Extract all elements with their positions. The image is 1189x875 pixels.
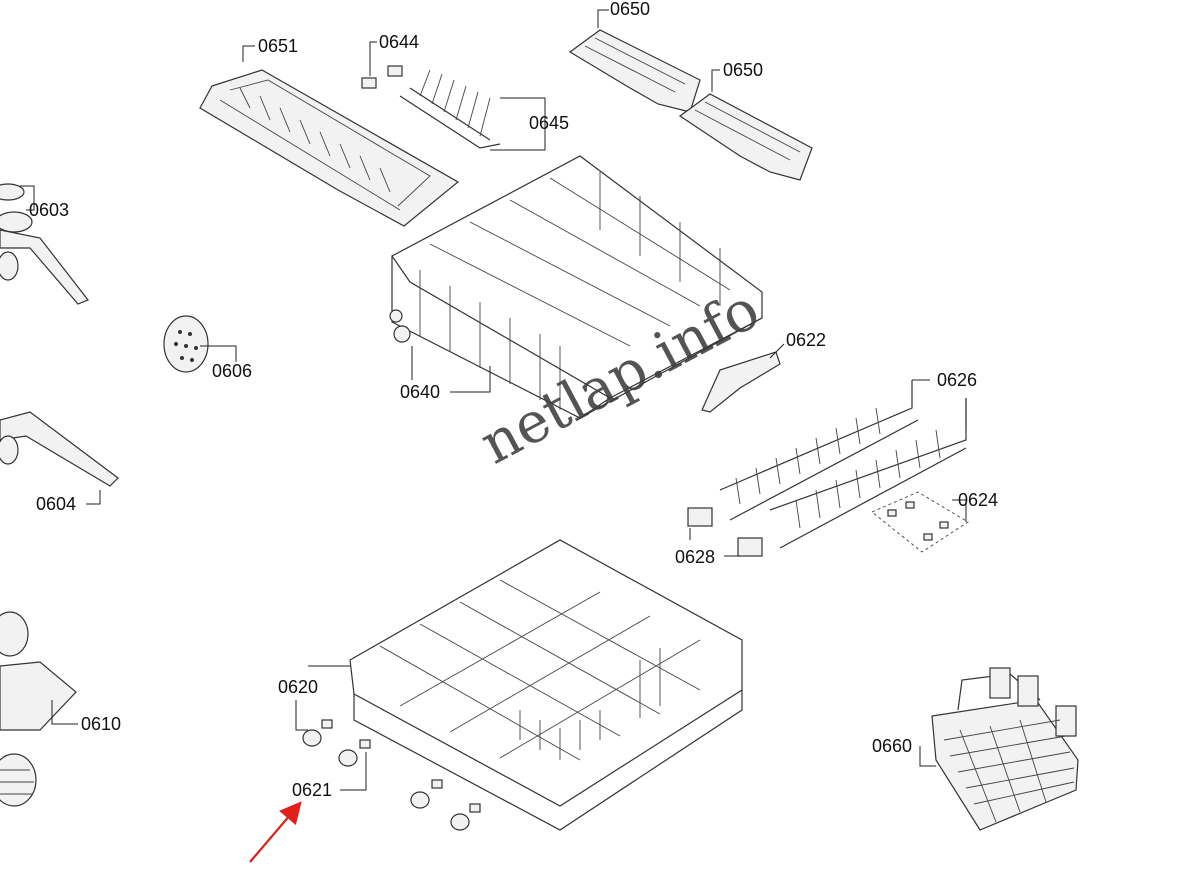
- cutlery-tray-drawing: [199, 69, 460, 227]
- clip-drawing: [361, 65, 403, 89]
- tine-holder-drawing: [687, 507, 763, 557]
- label-0650-bottom: 0650: [723, 60, 764, 80]
- cutlery-basket-drawing: [931, 667, 1079, 831]
- cup-shelf-drawing-top: [568, 29, 701, 113]
- label-0624: 0624: [958, 490, 999, 510]
- label-0621: 0621: [292, 780, 333, 800]
- label-0606: 0606: [212, 361, 253, 381]
- label-0645: 0645: [529, 113, 570, 133]
- upper-basket-drawing: [389, 155, 763, 419]
- lower-spray-arm-drawing: [0, 411, 119, 487]
- cup-shelf-drawing-bottom: [678, 93, 813, 181]
- label-0622: 0622: [786, 330, 827, 350]
- plate-rack-insert-drawing: [399, 69, 501, 149]
- lower-basket-drawing: [349, 539, 743, 831]
- red-pointer-arrow: [249, 801, 302, 863]
- label-0610: 0610: [81, 714, 122, 734]
- label-0650-top: 0650: [610, 0, 651, 19]
- label-0644: 0644: [379, 32, 420, 52]
- upper-spray-arm-drawing: [0, 183, 89, 305]
- basket-wheel-drawing: [302, 719, 481, 831]
- label-0640: 0640: [400, 382, 441, 402]
- clip-set-drawing: [871, 491, 969, 553]
- sump-filter-drawing: [0, 611, 77, 807]
- tine-row-drawing: [719, 380, 967, 549]
- label-0651: 0651: [258, 36, 299, 56]
- label-0660: 0660: [872, 736, 913, 756]
- label-0604: 0604: [36, 494, 77, 514]
- label-0620: 0620: [278, 677, 319, 697]
- handle-drawing: [701, 351, 781, 413]
- label-0626: 0626: [937, 370, 978, 390]
- filter-disc-drawing: [163, 315, 209, 373]
- label-0603: 0603: [29, 200, 70, 220]
- label-0628: 0628: [675, 547, 716, 567]
